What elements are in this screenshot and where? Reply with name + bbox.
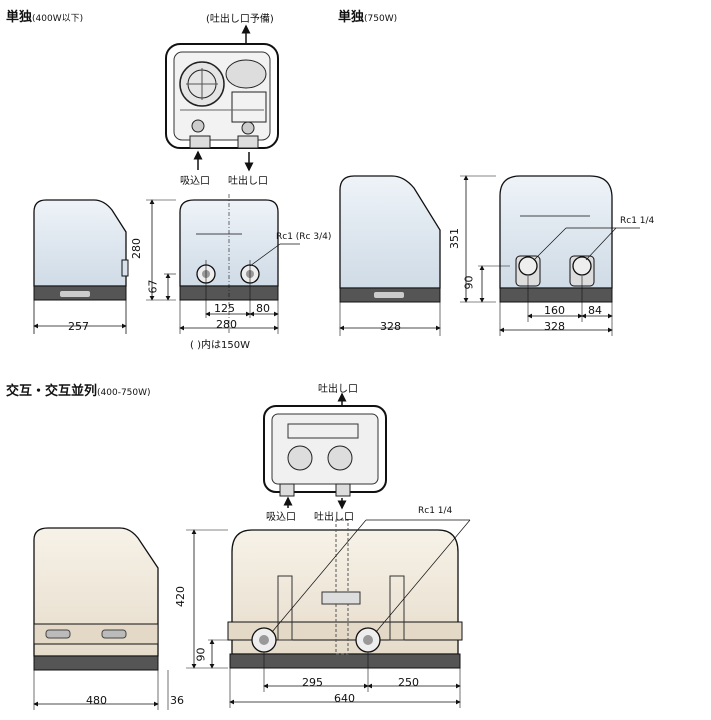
label-discharge-reserve: (吐出し口予備) [206, 14, 274, 25]
dim-small-pitch: 125 [214, 302, 235, 315]
dim-small-offset: 80 [256, 302, 270, 315]
dim-alt-base-extra: 36 [170, 694, 184, 707]
front-view-small [146, 194, 300, 334]
dim-750-pitch: 160 [544, 304, 565, 317]
label-suction-alt: 吸込口 [266, 512, 296, 523]
dim-alt-pitch: 295 [302, 676, 323, 689]
side-view-small [33, 199, 129, 334]
thread-small: Rc1 (Rc 3/4) [276, 232, 332, 242]
label-discharge-alt: 吐出し口 [314, 512, 354, 523]
dim-750-pipe-height: 90 [462, 275, 476, 290]
dim-750-width: 328 [544, 320, 565, 333]
dim-alt-width: 640 [334, 692, 355, 705]
dim-small-height: 280 [130, 238, 143, 259]
dim-750-offset: 84 [588, 304, 602, 317]
label-discharge-small: 吐出し口 [228, 176, 268, 187]
side-view-alternate [33, 527, 169, 710]
title-alternate: 交互・交互並列(400-750W) [6, 384, 151, 399]
title-single-small: 単独(400W以下) [6, 10, 84, 25]
note-150w: ( )内は150W [190, 340, 250, 351]
thread-alternate: Rc1 1/4 [418, 506, 453, 516]
dim-alt-side-width: 480 [86, 694, 107, 707]
dim-small-side-width: 257 [68, 320, 89, 333]
title-single-750: 単独(750W) [338, 10, 398, 25]
dim-750-side-width: 328 [380, 320, 401, 333]
top-view-small [165, 24, 279, 172]
dim-alt-height: 420 [174, 586, 187, 607]
label-discharge-top: 吐出し口 [318, 384, 358, 395]
dim-750-height: 351 [448, 228, 461, 249]
dim-alt-offset: 250 [398, 676, 419, 689]
side-view-750 [339, 175, 441, 336]
dim-alt-pipe-height: 90 [194, 647, 208, 662]
front-view-750 [460, 175, 640, 336]
label-suction-small: 吸込口 [180, 176, 210, 187]
dim-small-width: 280 [216, 318, 237, 331]
front-view-alternate [186, 519, 471, 708]
dim-small-pipe-height: 67 [146, 279, 160, 294]
thread-750: Rc1 1/4 [620, 216, 655, 226]
top-view-alternate [263, 392, 387, 510]
